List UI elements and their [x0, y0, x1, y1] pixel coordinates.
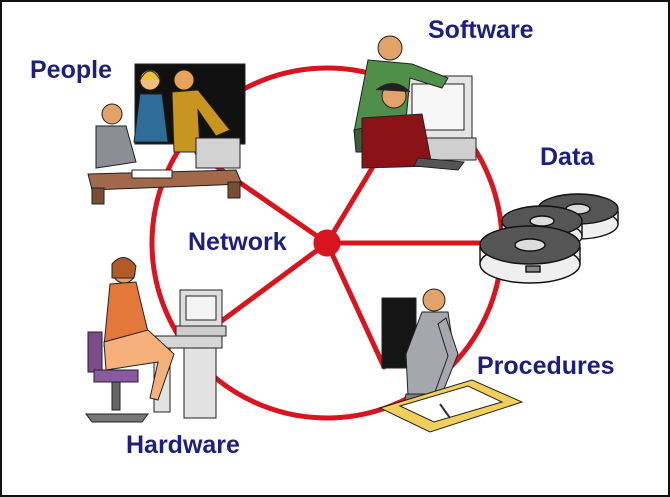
people-label: People [30, 56, 112, 84]
two-men-at-computer-clipart [353, 35, 477, 171]
wheel-hub [313, 229, 341, 257]
wheel-spoke-software [324, 152, 383, 246]
data-label: Data [540, 143, 595, 171]
stacked-data-disks-clipart [479, 193, 619, 284]
hardware-label: Hardware [126, 431, 240, 459]
man-writing-at-drafting-table-clipart [378, 288, 524, 433]
people-at-desk-clipart [87, 63, 246, 205]
wheel-spoke-hardware [209, 240, 330, 331]
procedures-label: Procedures [477, 352, 615, 380]
software-label: Software [428, 16, 534, 44]
woman-at-computer-workstation-clipart [85, 257, 227, 423]
wheel-spoke-procedures [324, 240, 387, 370]
network-label: Network [188, 228, 287, 256]
